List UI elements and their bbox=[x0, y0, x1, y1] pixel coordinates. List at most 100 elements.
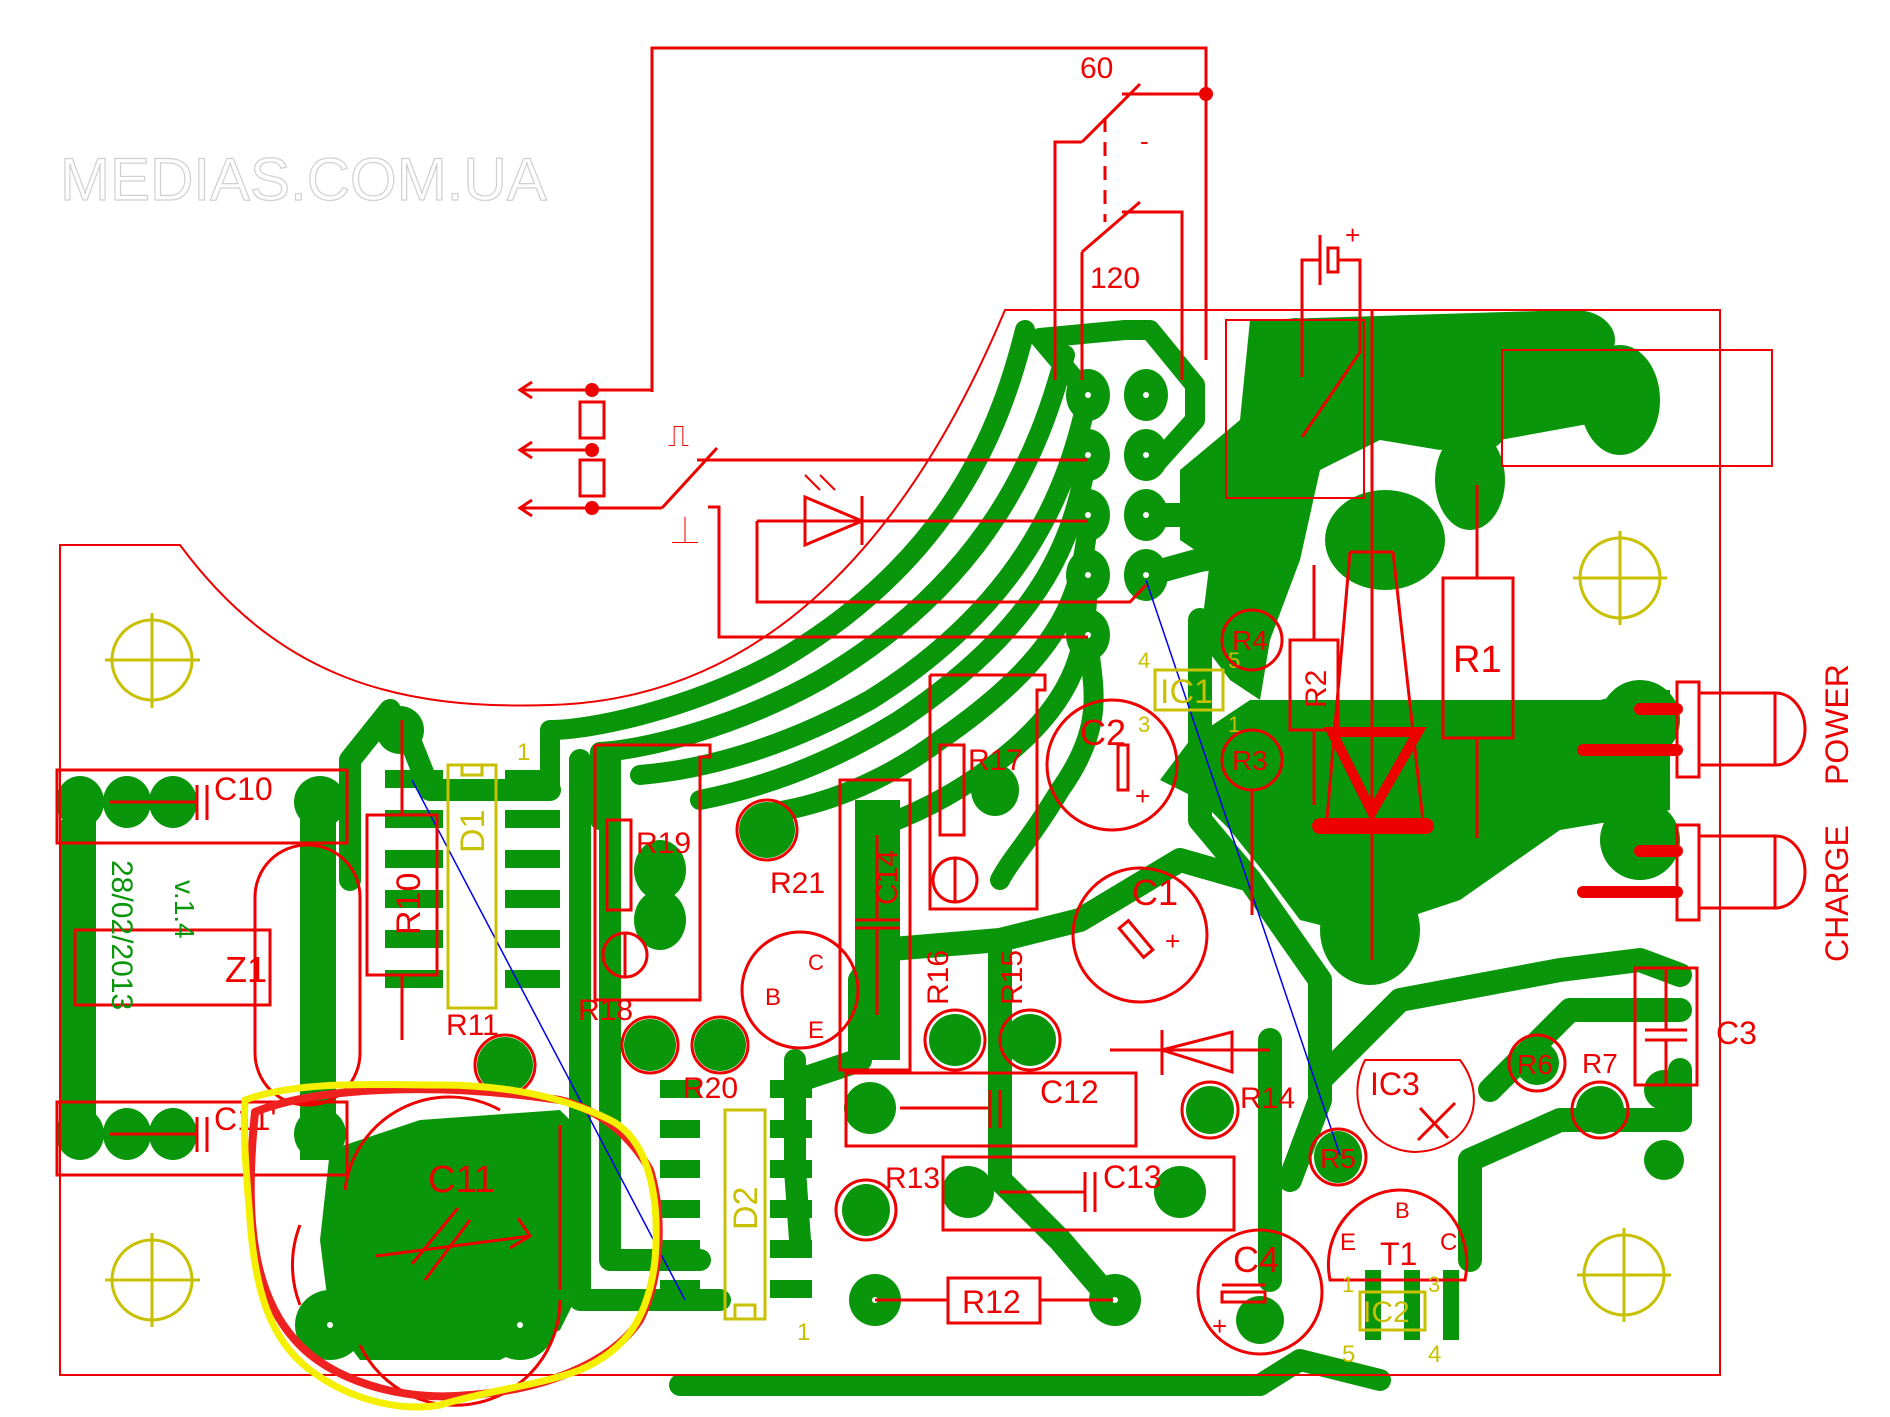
label-ic3: IC3 bbox=[1370, 1066, 1420, 1102]
copper-pad bbox=[634, 840, 686, 900]
copper-pad bbox=[1266, 318, 1326, 402]
copper-pad bbox=[929, 1014, 981, 1066]
copper-pad bbox=[1325, 490, 1445, 590]
label-r20: R20 bbox=[683, 1072, 738, 1105]
copper-pad bbox=[739, 802, 795, 858]
c11-outline bbox=[290, 1095, 562, 1407]
r21-outline bbox=[735, 798, 799, 862]
r19-outline bbox=[605, 818, 633, 912]
copper-pad bbox=[1455, 350, 1515, 450]
components: C10 C11' Z1 28/02/2013 v.1.4 R10 D1 1 R1… bbox=[55, 310, 1855, 1407]
switch-label-120: 120 bbox=[1090, 262, 1140, 295]
pulse-low-icon: ⏊ bbox=[672, 516, 698, 546]
t1-outline bbox=[1327, 1188, 1469, 1282]
transistor-e: E bbox=[808, 1017, 824, 1044]
copper-pad bbox=[1154, 1166, 1206, 1218]
ratsnest-line bbox=[1145, 579, 1341, 1156]
transistor-b: B bbox=[765, 984, 781, 1011]
label-ic1: IC1 bbox=[1160, 673, 1213, 711]
label-charge: CHARGE bbox=[1819, 825, 1855, 962]
r15-outline bbox=[998, 1008, 1062, 1072]
d1-outline bbox=[446, 763, 498, 1010]
copper-pad bbox=[971, 764, 1019, 816]
r6-outline bbox=[1507, 1033, 1567, 1093]
r16-outline bbox=[923, 1008, 987, 1072]
mount-hole-icon bbox=[1573, 531, 1667, 625]
mount-hole-icon bbox=[1577, 1228, 1671, 1322]
c4-outline bbox=[1196, 1228, 1324, 1356]
label-power: POWER bbox=[1819, 664, 1855, 785]
copper-pour bbox=[1160, 690, 1670, 930]
d2-pin1-label: 1 bbox=[797, 1319, 810, 1346]
label-r3: R3 bbox=[1232, 745, 1268, 776]
c14-outline bbox=[838, 778, 912, 1072]
t1-c: C bbox=[1440, 1229, 1457, 1256]
label-r17: R17 bbox=[968, 744, 1023, 777]
switch-label-60: 60 bbox=[1080, 52, 1113, 85]
copper-trace bbox=[599, 749, 711, 1271]
label-r11: R11 bbox=[446, 1009, 499, 1042]
copper-trace bbox=[399, 729, 561, 801]
resistor-symbol bbox=[578, 400, 606, 440]
label-ic2: IC2 bbox=[1363, 1296, 1410, 1329]
ic1-pin3: 3 bbox=[1138, 712, 1150, 737]
battery-outline bbox=[1225, 319, 1365, 499]
label-r1: R1 bbox=[1453, 639, 1502, 681]
copper-pad bbox=[844, 1082, 896, 1134]
label-c2: C2 bbox=[1080, 712, 1126, 753]
ic3-outline bbox=[1356, 1059, 1475, 1154]
label-t1: T1 bbox=[1380, 1236, 1417, 1272]
t1-e: E bbox=[1340, 1229, 1356, 1256]
connector-outline bbox=[1501, 349, 1773, 467]
c13-outline bbox=[941, 1155, 1236, 1232]
resistor-symbol bbox=[578, 458, 606, 498]
copper-pad bbox=[1644, 1070, 1684, 1110]
c2-plus: + bbox=[1135, 781, 1150, 811]
label-c14: C14 bbox=[871, 850, 904, 905]
d2-pads bbox=[660, 1080, 812, 1298]
c11a-outline bbox=[55, 1100, 349, 1177]
copper-pad bbox=[1435, 430, 1505, 530]
copper-version-text: v.1.4 bbox=[169, 880, 200, 939]
copper-trace bbox=[1458, 1058, 1692, 1272]
copper-pad bbox=[477, 1037, 533, 1093]
copper-pad bbox=[1004, 1014, 1056, 1066]
label-c4: C4 bbox=[1233, 1239, 1279, 1280]
c1-outline bbox=[1071, 866, 1209, 1004]
copper-trace bbox=[540, 320, 1035, 800]
ic2-pin3: 3 bbox=[1428, 1272, 1440, 1297]
copper-trace bbox=[1188, 608, 1332, 1192]
copper-pad bbox=[942, 1166, 994, 1218]
copper-pad bbox=[56, 1108, 104, 1160]
mount-hole-icon bbox=[105, 613, 200, 708]
c12-outline bbox=[844, 1071, 1138, 1148]
copper-pad bbox=[1186, 1086, 1234, 1134]
label-r14: R14 bbox=[1240, 1082, 1295, 1115]
c10-outline bbox=[55, 768, 349, 845]
label-r13: R13 bbox=[885, 1162, 940, 1195]
copper-pad bbox=[634, 890, 686, 950]
schematic-overlay: 60 - 120 ⎍ ⏊ bbox=[411, 46, 1362, 1301]
copper-pad bbox=[1515, 1041, 1559, 1085]
power-diode-icon bbox=[1312, 310, 1434, 960]
copper-pad bbox=[1320, 875, 1420, 985]
copper-pad bbox=[624, 1019, 676, 1071]
label-c10: C10 bbox=[214, 771, 273, 807]
label-r6: R6 bbox=[1517, 1049, 1553, 1080]
battery-icon: + bbox=[1300, 220, 1362, 438]
copper-pad bbox=[1600, 680, 1680, 760]
label-c13: C13 bbox=[1103, 1159, 1162, 1195]
switch-60 bbox=[1080, 82, 1142, 144]
copper-trace bbox=[1308, 948, 1692, 1092]
copper-trace bbox=[1134, 533, 1302, 587]
c2-outline bbox=[1045, 698, 1179, 832]
r4-outline bbox=[1220, 608, 1284, 672]
r7-outline bbox=[1570, 1080, 1630, 1140]
ic2-outline bbox=[1358, 1290, 1427, 1332]
label-r12: R12 bbox=[962, 1284, 1021, 1320]
copper-trace bbox=[569, 749, 731, 1311]
switch-minus: - bbox=[1140, 126, 1149, 156]
zener-icon bbox=[1416, 1101, 1457, 1142]
diode-icon bbox=[1110, 1030, 1270, 1075]
r5-outline bbox=[1308, 1127, 1368, 1187]
